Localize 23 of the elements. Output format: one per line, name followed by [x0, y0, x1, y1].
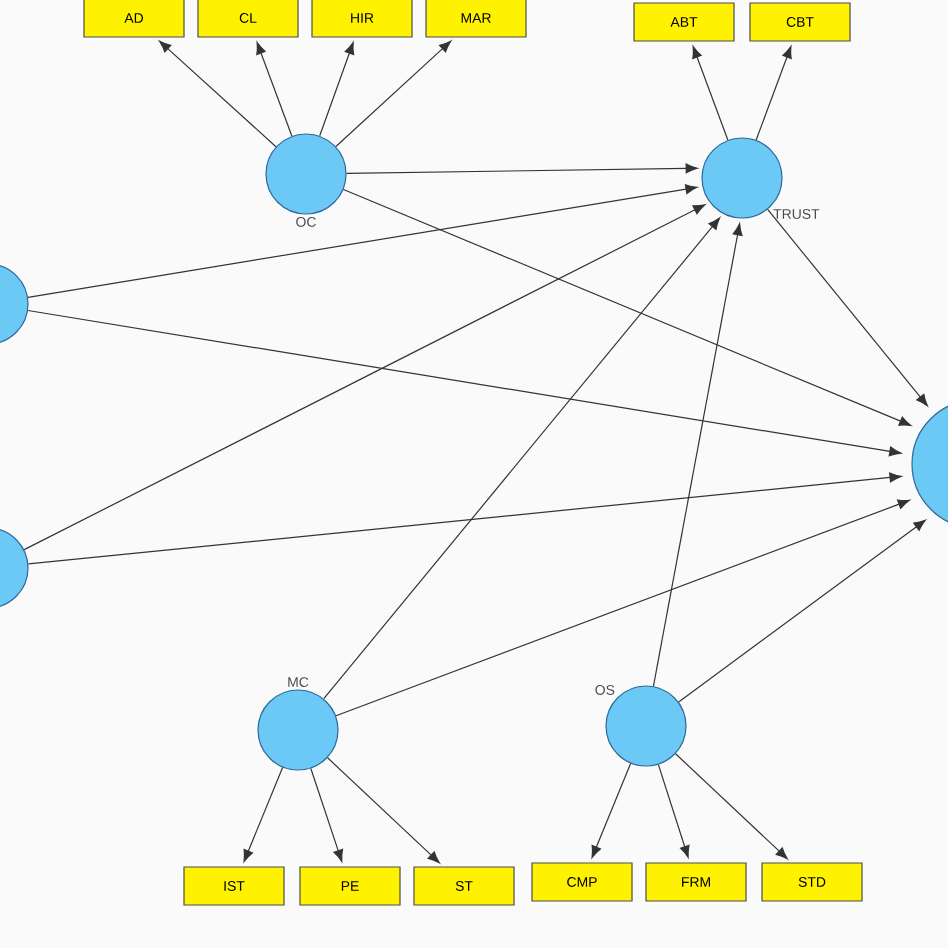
arrow: [159, 40, 277, 148]
arrow: [256, 42, 293, 137]
arrow: [767, 208, 928, 407]
arrow: [323, 217, 721, 700]
arrow: [310, 767, 344, 862]
arrow: [23, 204, 706, 551]
arrow: [27, 184, 698, 298]
arrow: [27, 309, 902, 457]
arrow: [319, 42, 355, 137]
arrow: [27, 472, 902, 565]
arrow: [652, 223, 743, 687]
arrow: [591, 762, 632, 859]
arrow: [243, 766, 284, 863]
arrow: [335, 499, 911, 717]
arrow: [675, 753, 788, 860]
arrow: [342, 188, 912, 426]
arrow: [678, 519, 926, 703]
arrow: [657, 764, 690, 858]
arrow: [755, 46, 792, 141]
arrow: [346, 163, 698, 174]
arrow: [335, 40, 452, 148]
arrow: [692, 46, 729, 141]
arrow: [327, 757, 440, 864]
